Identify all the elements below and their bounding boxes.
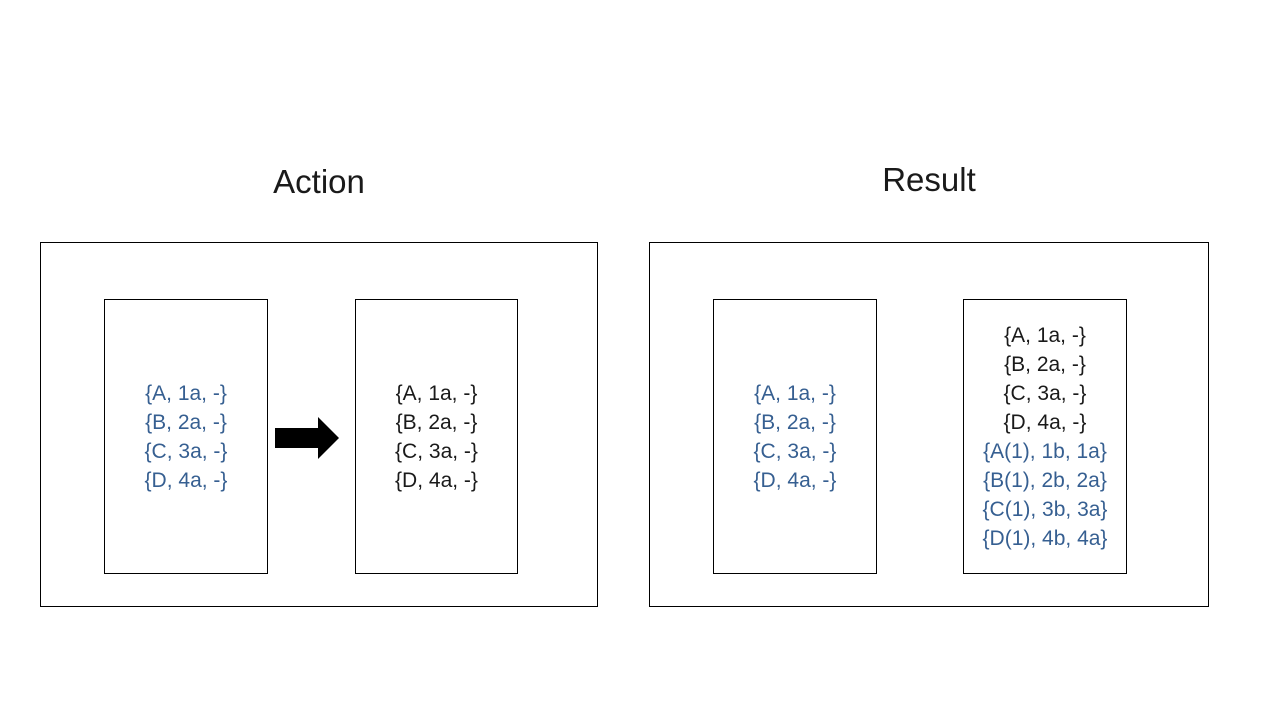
tuple-line: {A, 1a, -} (145, 381, 227, 405)
tuple-line: {D, 4a, -} (144, 468, 228, 492)
result-title: Result (882, 161, 976, 198)
action-title: Action (273, 163, 365, 200)
tuple-line: {C, 3a, -} (144, 439, 228, 463)
action-source-box: {A, 1a, -} {B, 2a, -} {C, 3a, -} {D, 4a,… (104, 299, 268, 574)
tuple-line: {A, 1a, -} (754, 381, 836, 405)
tuple-line: {C(1), 3b, 3a} (982, 497, 1108, 521)
tuple-line: {A, 1a, -} (1004, 323, 1086, 347)
tuple-line: {D, 4a, -} (395, 468, 478, 492)
tuple-line: {C, 3a, -} (753, 439, 837, 463)
tuple-line: {C, 3a, -} (1003, 381, 1087, 405)
result-source-box: {A, 1a, -} {B, 2a, -} {C, 3a, -} {D, 4a,… (713, 299, 877, 574)
tuple-line: {B, 2a, -} (395, 410, 478, 434)
tuple-line: {B(1), 2b, 2a} (983, 468, 1107, 492)
tuple-line: {A, 1a, -} (395, 381, 478, 405)
tuple-line: {D(1), 4b, 4a} (982, 526, 1108, 550)
tuple-line: {B, 2a, -} (145, 410, 227, 434)
result-target-box: {A, 1a, -} {B, 2a, -} {C, 3a, -} {D, 4a,… (963, 299, 1127, 574)
tuple-line: {B, 2a, -} (1004, 352, 1086, 376)
arrow-right-icon (275, 417, 339, 459)
tuple-line: {D, 4a, -} (753, 468, 837, 492)
tuple-line: {A(1), 1b, 1a} (983, 439, 1107, 463)
tuple-line: {B, 2a, -} (754, 410, 836, 434)
tuple-line: {C, 3a, -} (395, 439, 478, 463)
tuple-line: {D, 4a, -} (1003, 410, 1087, 434)
action-target-box: {A, 1a, -} {B, 2a, -} {C, 3a, -} {D, 4a,… (355, 299, 518, 574)
